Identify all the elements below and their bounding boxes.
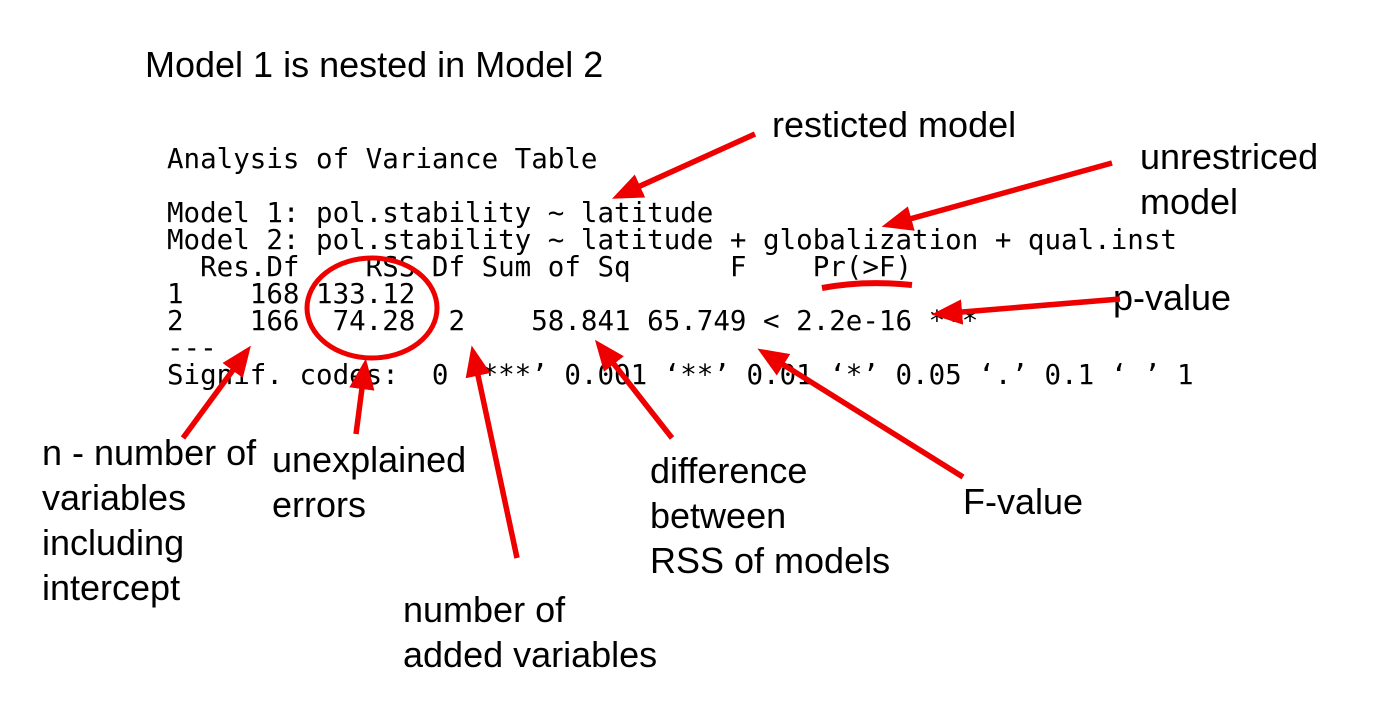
slide-title: Model 1 is nested in Model 2 (145, 44, 604, 85)
label-restricted-model: resticted model (772, 104, 1017, 145)
label-unexplained-errors: unexplained errors (272, 439, 467, 525)
label-n-number-of-variables: n - number of variables including interc… (42, 432, 257, 608)
label-p-value: p-value (1113, 277, 1232, 318)
label-number-of-added-variables: number of added variables (403, 589, 658, 675)
label-f-value: F-value (963, 481, 1084, 522)
label-unrestricted-model: unrestriced model (1140, 136, 1319, 222)
r-console-output: Analysis of Variance Table Model 1: pol.… (167, 143, 1194, 391)
label-difference-between-rss: difference between RSS of models (650, 450, 891, 581)
